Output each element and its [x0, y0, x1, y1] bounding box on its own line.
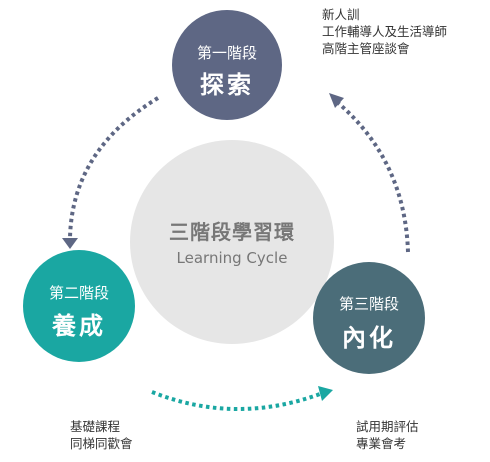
- stage-3-notes: 試用期評估 專業會考: [356, 418, 419, 452]
- stage-3-circle: 第三階段 內化: [313, 262, 425, 374]
- stage-2-label: 第二階段: [48, 284, 109, 302]
- arrow-head-stage1: [329, 93, 344, 108]
- center-circle: 三階段學習環 Learning Cycle: [130, 140, 334, 344]
- stage-2-circle: 第二階段 養成: [23, 250, 135, 362]
- stage-3-note: 專業會考: [356, 436, 407, 451]
- stage-1-notes: 新人訓 工作輔導人及生活導師 高階主管座談會: [322, 6, 447, 57]
- stage-1-note: 新人訓: [322, 7, 360, 22]
- arrow-stage3-to-stage1: [335, 100, 410, 253]
- stage-2-name: 養成: [52, 312, 106, 340]
- center-title: 三階段學習環: [169, 220, 295, 244]
- stage-1-note: 工作輔導人及生活導師: [322, 24, 448, 39]
- stage-3-name: 內化: [342, 324, 396, 352]
- stage-2-notes: 基礎課程 同梯同歡會: [70, 418, 133, 452]
- arrow-stage2-to-stage3: [151, 390, 321, 411]
- stage-1-label: 第一階段: [196, 44, 257, 62]
- arrow-head-stage2: [62, 238, 78, 249]
- stage-3-note: 試用期評估: [356, 419, 419, 434]
- stage-2-note: 基礎課程: [70, 419, 121, 434]
- stage-1-circle: 第一階段 探索: [172, 10, 282, 120]
- stage-3-label: 第三階段: [338, 295, 399, 313]
- stage-1-name: 探索: [200, 71, 254, 99]
- arrow-stage1-to-stage2: [68, 96, 160, 239]
- arrow-head-stage3: [318, 386, 333, 401]
- center-subtitle: Learning Cycle: [176, 249, 288, 267]
- stage-2-note: 同梯同歡會: [70, 436, 133, 451]
- stage-1-note: 高階主管座談會: [322, 41, 410, 56]
